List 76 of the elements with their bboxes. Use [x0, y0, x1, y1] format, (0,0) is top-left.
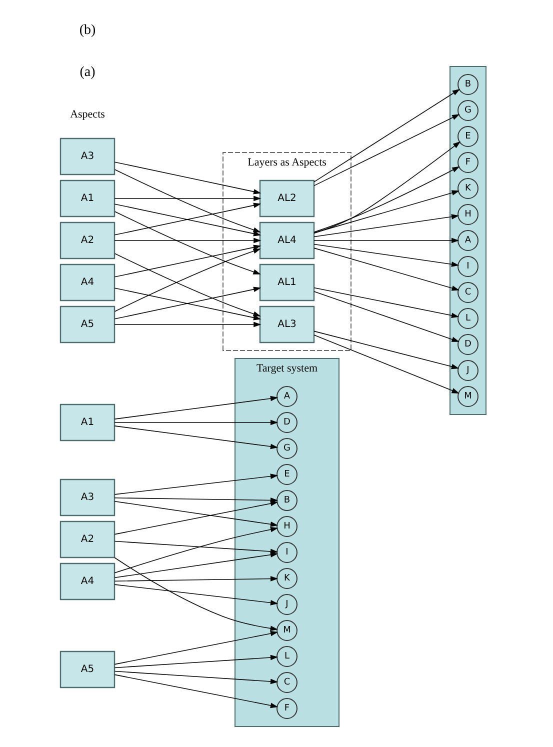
arrow — [114, 498, 278, 503]
arrow — [314, 114, 460, 186]
node-circle: A — [458, 230, 478, 251]
node-circle: E — [458, 126, 478, 147]
node-circle: M — [276, 620, 298, 641]
arrow — [114, 557, 278, 632]
arrow — [114, 552, 278, 578]
arrow — [314, 141, 461, 234]
node-circle: B — [458, 74, 478, 95]
node-circle: G — [458, 100, 478, 121]
node-circle: H — [276, 516, 298, 537]
arrow — [114, 211, 261, 274]
node-box: A5 — [60, 306, 116, 344]
node-circle: F — [458, 152, 478, 173]
node-circle: I — [276, 542, 298, 563]
node-circle: H — [458, 204, 478, 225]
arrow — [114, 654, 278, 668]
node-box: AL1 — [259, 264, 315, 302]
node-circle: C — [458, 282, 478, 303]
node-circle: F — [276, 698, 298, 719]
arrow — [114, 576, 278, 582]
node-circle: A — [276, 386, 298, 407]
node-circle: K — [276, 568, 298, 589]
arrow — [114, 396, 278, 420]
arrow — [314, 244, 460, 267]
node-circle: B — [276, 490, 298, 511]
arrow — [314, 330, 460, 370]
node-circle: E — [276, 464, 298, 485]
node-box: AL4 — [259, 222, 315, 260]
arrow — [314, 291, 460, 342]
arrow — [114, 244, 262, 278]
node-box: A4 — [60, 562, 116, 600]
node-circle: D — [276, 412, 298, 433]
arrow — [314, 88, 460, 182]
node-circle: G — [276, 438, 298, 459]
arrow — [314, 334, 460, 394]
node-circle: L — [458, 308, 478, 329]
node-circle: K — [458, 178, 478, 199]
node-circle: C — [276, 672, 298, 693]
arrow — [114, 162, 262, 194]
arrow — [114, 426, 278, 450]
arrow — [114, 474, 278, 495]
arrow — [114, 420, 278, 426]
arrow — [314, 166, 460, 232]
label: (a) — [80, 65, 96, 80]
node-circle: M — [458, 386, 478, 407]
node-box: AL3 — [259, 306, 315, 344]
node-box: A1 — [60, 180, 116, 218]
arrow — [314, 190, 460, 234]
arrow — [114, 196, 262, 202]
node-circle: J — [458, 360, 478, 381]
node-circle: L — [276, 646, 298, 667]
node-box: A1 — [60, 404, 116, 442]
label: (b) — [79, 23, 96, 38]
node-circle: D — [458, 334, 478, 355]
node-circle: I — [458, 256, 478, 277]
node-box: A2 — [60, 222, 116, 260]
node-box: A2 — [60, 520, 116, 558]
arrow — [314, 287, 460, 318]
arrow — [314, 238, 460, 244]
arrow — [114, 322, 262, 328]
node-box: A3 — [60, 138, 116, 176]
node-box: AL2 — [259, 180, 315, 218]
arrow — [314, 248, 460, 291]
node-box: A5 — [60, 650, 116, 688]
arrow — [114, 674, 278, 708]
arrow — [114, 584, 278, 606]
arrow — [114, 238, 262, 244]
arrow — [114, 630, 278, 665]
node-box: A3 — [60, 478, 116, 516]
label: Aspects — [70, 108, 105, 120]
arrow — [114, 670, 278, 684]
node-circle: J — [276, 594, 298, 615]
node-box: A4 — [60, 264, 116, 302]
arrow — [114, 169, 261, 232]
arrow — [314, 214, 460, 238]
